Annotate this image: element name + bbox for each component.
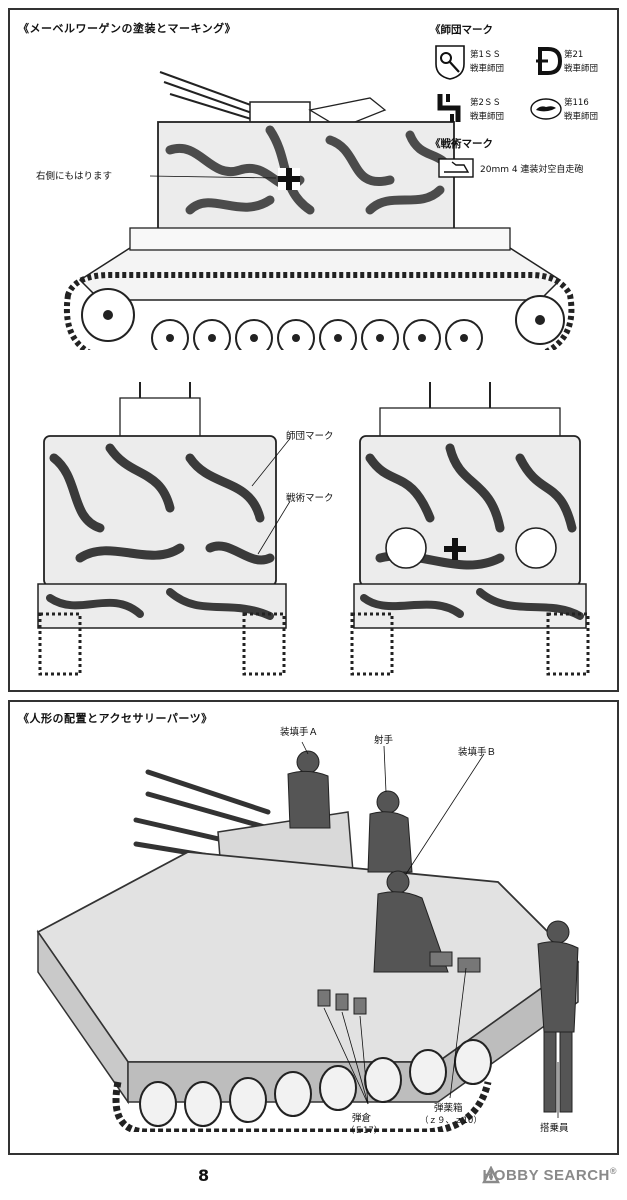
callout-tactical-mark: 戦術マーク: [286, 493, 334, 504]
rear-view-drawing: [350, 382, 590, 676]
label-loader-b: 装填手Ｂ: [458, 747, 497, 758]
mark-label-2ss-l2: 戦車師団: [470, 112, 505, 122]
watermark-brand: HOBBY SEARCH: [482, 1167, 610, 1184]
mark-label-1ss-l1: 第1ＳＳ: [470, 50, 501, 60]
pz116-division-mark: [530, 98, 562, 120]
side-view-drawing: [63, 71, 575, 350]
mark-label-21-l2: 戦車師団: [564, 64, 599, 74]
mark-label-21-l1: 第21: [564, 50, 584, 60]
hobby-search-logo-icon: [482, 1166, 501, 1184]
tactical-mark-caption: 20mm 4 連装対空自走砲: [480, 165, 584, 175]
label-magazine: 弾倉: [352, 1113, 372, 1124]
label-ammo-box-parts: （ｚ９、ｚ10）: [420, 1116, 482, 1126]
label-magazine-part: （Ｅ17）: [346, 1126, 383, 1136]
mark-label-2ss-l1: 第2ＳＳ: [470, 98, 501, 108]
section-title-painting: 《メーベルワーゲンの塗装とマーキング》: [18, 22, 237, 35]
front-view-drawing: [37, 382, 290, 676]
mark-label-1ss-l2: 戦車師団: [470, 64, 505, 74]
tactical-mark-symbol: [438, 158, 474, 178]
ss1-division-mark: [435, 45, 465, 80]
label-ammo-box: 弾薬箱: [434, 1103, 463, 1114]
pz21-division-mark: [536, 47, 562, 75]
label-crew: 搭乗員: [540, 1123, 569, 1134]
figure-placement-panel: 《人形の配置とアクセサリーパーツ》: [8, 700, 619, 1155]
division-marks-heading: 《師団マーク: [430, 24, 493, 36]
mark-label-116-l2: 戦車師団: [564, 112, 599, 122]
callout-division-mark: 師団マーク: [286, 431, 334, 442]
page-number: 8: [198, 1166, 210, 1185]
painting-markings-panel: 《メーベルワーゲンの塗装とマーキング》: [8, 8, 619, 692]
label-loader-a: 装填手Ａ: [280, 727, 319, 738]
watermark-reg: ®: [609, 1166, 617, 1176]
tactical-mark-heading: 《戦術マーク: [430, 138, 493, 150]
balkenkreuz-rear: [444, 538, 466, 560]
figure-placement-photo: [36, 741, 580, 1132]
right-side-note: 右側にもはります: [36, 171, 113, 182]
ss2-division-mark: [437, 94, 461, 122]
watermark: HOBBY SEARCH®: [482, 1166, 617, 1184]
section-title-figures: 《人形の配置とアクセサリーパーツ》: [18, 712, 213, 725]
balkenkreuz-side: [278, 168, 300, 190]
label-gunner: 射手: [374, 735, 394, 746]
mark-label-116-l1: 第116: [564, 98, 589, 108]
